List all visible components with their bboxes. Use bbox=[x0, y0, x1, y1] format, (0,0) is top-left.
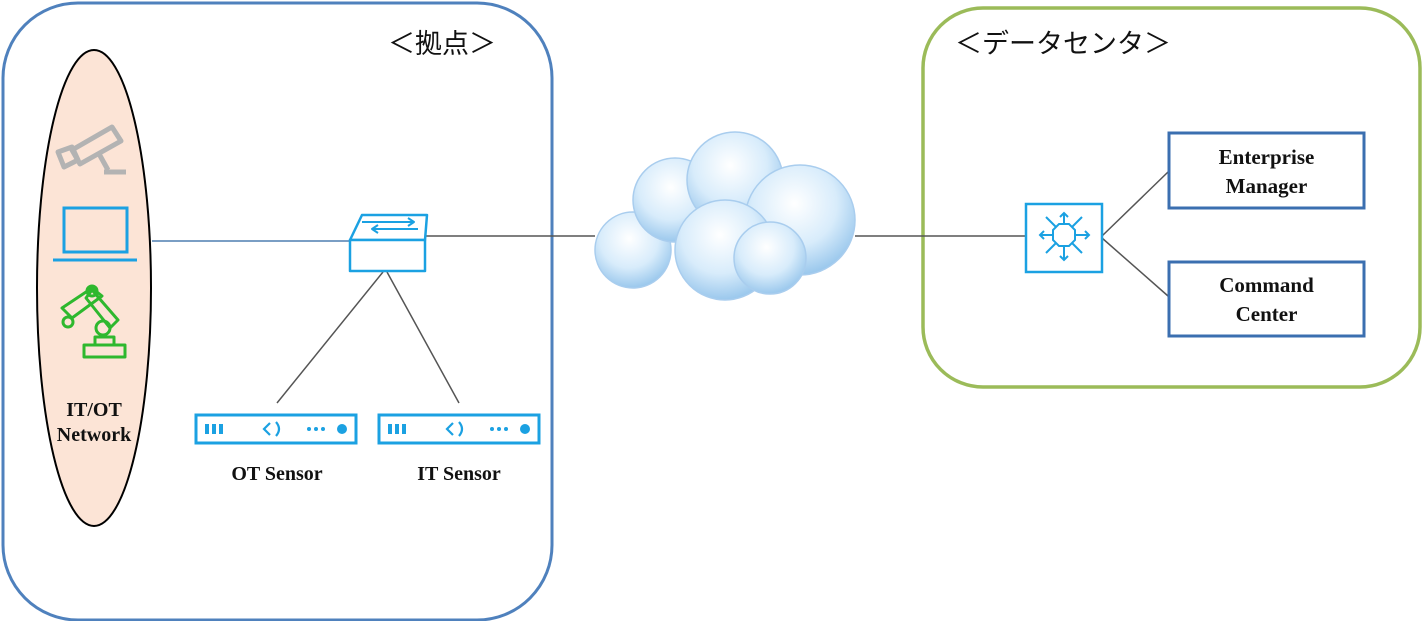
it-sensor-icon bbox=[377, 413, 541, 445]
link-switch-ot-sensor bbox=[276, 271, 384, 404]
connection-lines bbox=[152, 171, 1169, 404]
industrial-robot-arm-icon bbox=[60, 284, 127, 359]
site-region-title: ＜拠点＞ bbox=[388, 29, 496, 60]
it-ot-network-label-line2: Network bbox=[56, 424, 132, 446]
it-ot-network-label: IT/OT Network bbox=[44, 398, 144, 448]
datacenter-region-title: ＜データセンタ＞ bbox=[955, 29, 1171, 60]
laptop-icon bbox=[53, 206, 137, 262]
command-center-line1: Command bbox=[1219, 273, 1314, 297]
it-sensor-label: IT Sensor bbox=[417, 463, 501, 485]
command-center-line2: Center bbox=[1235, 302, 1298, 326]
security-camera-icon bbox=[55, 124, 126, 175]
ot-sensor-label: OT Sensor bbox=[231, 463, 323, 485]
it-ot-network-label-line1: IT/OT bbox=[66, 399, 122, 421]
ot-sensor-icon bbox=[194, 413, 358, 445]
layer3-switch-icon bbox=[1024, 202, 1104, 274]
site-region bbox=[1, 1, 554, 621]
enterprise-manager-box bbox=[1167, 131, 1366, 210]
link-core-command bbox=[1101, 237, 1169, 297]
network-switch-icon bbox=[348, 213, 429, 273]
datacenter-region bbox=[921, 6, 1422, 389]
command-center-box bbox=[1167, 260, 1366, 338]
cloud-icon bbox=[594, 131, 856, 301]
enterprise-manager-label: Enterprise Manager bbox=[1169, 143, 1364, 201]
command-center-label: Command Center bbox=[1169, 271, 1364, 329]
link-core-enterprise bbox=[1101, 171, 1169, 237]
link-switch-it-sensor bbox=[386, 271, 460, 404]
enterprise-manager-line1: Enterprise bbox=[1218, 145, 1315, 169]
enterprise-manager-line2: Manager bbox=[1225, 174, 1308, 198]
